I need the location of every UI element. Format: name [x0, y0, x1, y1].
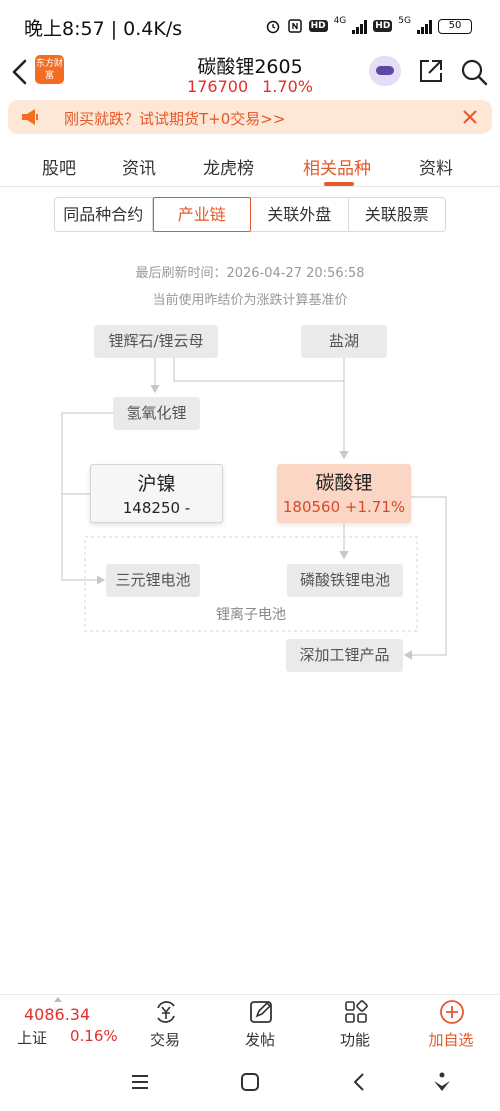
signal-icon-2 [417, 18, 432, 34]
hd-badge: HD [308, 20, 328, 32]
status-icons: HD 4G HD 5G 50 [265, 16, 472, 36]
price-line: 176700 1.70% [0, 77, 500, 96]
network-type: 4G [333, 15, 347, 26]
nickel-price: 148250 - [122, 499, 191, 517]
refresh-time: 最后刷新时间：2026-04-27 20:56:58 [135, 266, 365, 281]
lithium-name: 碳酸锂 [315, 472, 373, 494]
system-navigation [0, 1058, 500, 1106]
grid-icon [345, 1000, 368, 1023]
app-logo: 东方财富 [35, 55, 64, 84]
home-icon[interactable] [238, 1070, 262, 1094]
back-icon[interactable] [10, 58, 30, 86]
nav-functions-label: 功能 [339, 1031, 370, 1049]
promo-banner[interactable]: 刚买就跌？试试期货T+0交易>> [8, 100, 492, 134]
sub-tab-industry-chain[interactable]: 产业链 [152, 197, 251, 232]
chain-node-salt-lake[interactable]: 盐湖 [301, 325, 387, 358]
tab-news[interactable]: 资讯 [122, 159, 156, 179]
chain-node-lithium-carbonate[interactable]: 碳酸锂 180560 +1.71% [277, 464, 411, 523]
nav-add-watchlist[interactable]: 加自选 [416, 995, 486, 1053]
speaker-icon [22, 109, 38, 125]
add-circle-icon [440, 1000, 464, 1024]
change-percent: 1.70% [262, 77, 313, 96]
nickel-name: 沪镍 [137, 473, 176, 495]
nav-post[interactable]: 发帖 [225, 995, 295, 1053]
sub-tab-foreign-markets[interactable]: 关联外盘 [251, 198, 349, 231]
expand-up-icon[interactable] [54, 997, 62, 1002]
chain-group-li-ion: 锂离子电池 [216, 607, 286, 623]
app-header: 碳酸锂2605 176700 1.70% 东方财富 [0, 52, 500, 96]
status-bar: 晚上8:57 | 0.4K/s HD 4G HD 5G 50 [0, 0, 500, 52]
nav-trade-label: 交易 [149, 1031, 180, 1049]
chain-node-ternary-battery[interactable]: 三元锂电池 [106, 564, 200, 597]
page-title: 碳酸锂2605 [197, 56, 303, 78]
chain-node-hydroxide[interactable]: 氢氧化锂 [113, 397, 200, 430]
chain-node-deep-processing[interactable]: 深加工锂产品 [286, 639, 403, 672]
close-icon[interactable] [462, 109, 478, 125]
sub-tab-bar: 同品种合约 产业链 关联外盘 关联股票 [54, 197, 446, 232]
nav-trade[interactable]: 交易 [130, 995, 200, 1053]
menu-icon[interactable] [128, 1070, 152, 1094]
share-icon[interactable] [418, 58, 444, 84]
chain-connectors [61, 358, 447, 660]
active-tab-indicator [324, 182, 354, 186]
alarm-icon [266, 20, 279, 34]
tab-profile[interactable]: 资料 [419, 159, 453, 179]
trade-icon [157, 1001, 175, 1023]
index-value[interactable]: 4086.34 [24, 1005, 91, 1024]
network-type-2: 5G [398, 15, 411, 26]
price-basis-note: 当前使用昨结价为涨跌计算基准价 [152, 293, 348, 308]
signal-icon [352, 18, 368, 34]
nav-post-label: 发帖 [244, 1031, 275, 1049]
battery-icon: 50 [438, 18, 472, 34]
hd-badge-2: HD [373, 20, 393, 32]
chain-node-ore[interactable]: 锂辉石/锂云母 [94, 325, 218, 358]
assistant-icon[interactable] [430, 1070, 454, 1094]
sub-tab-same-contracts[interactable]: 同品种合约 [55, 198, 153, 231]
index-change: 0.16% [70, 1027, 118, 1045]
tab-related-products[interactable]: 相关品种 [303, 159, 371, 179]
last-price: 176700 [187, 77, 249, 96]
chain-node-nickel[interactable]: 沪镍 148250 - [90, 464, 223, 523]
search-icon[interactable] [460, 58, 488, 86]
tab-dragon-tiger[interactable]: 龙虎榜 [203, 159, 254, 179]
battery-group-outline [84, 536, 418, 632]
nav-functions[interactable]: 功能 [320, 995, 390, 1053]
lithium-price: 180560 +1.71% [282, 498, 406, 516]
sub-tab-related-stocks[interactable]: 关联股票 [364, 205, 429, 224]
back-nav-icon[interactable] [348, 1070, 372, 1094]
main-tab-bar: 股吧 资讯 龙虎榜 相关品种 资料 [0, 142, 500, 187]
nfc-icon [287, 19, 302, 33]
assistant-avatar-icon[interactable] [369, 56, 401, 86]
edit-icon [250, 1001, 272, 1023]
nav-add-watchlist-label: 加自选 [428, 1031, 474, 1049]
bottom-toolbar: 4086.34 上证 0.16% 交易 发帖 功能 加自选 [0, 994, 500, 1052]
index-name: 上证 [17, 1029, 48, 1047]
tab-guba[interactable]: 股吧 [42, 159, 76, 179]
promo-text: 刚买就跌？试试期货T+0交易>> [64, 110, 286, 128]
chain-node-lfp-battery[interactable]: 磷酸铁锂电池 [287, 564, 403, 597]
status-time: 晚上8:57 | 0.4K/s [24, 18, 183, 40]
